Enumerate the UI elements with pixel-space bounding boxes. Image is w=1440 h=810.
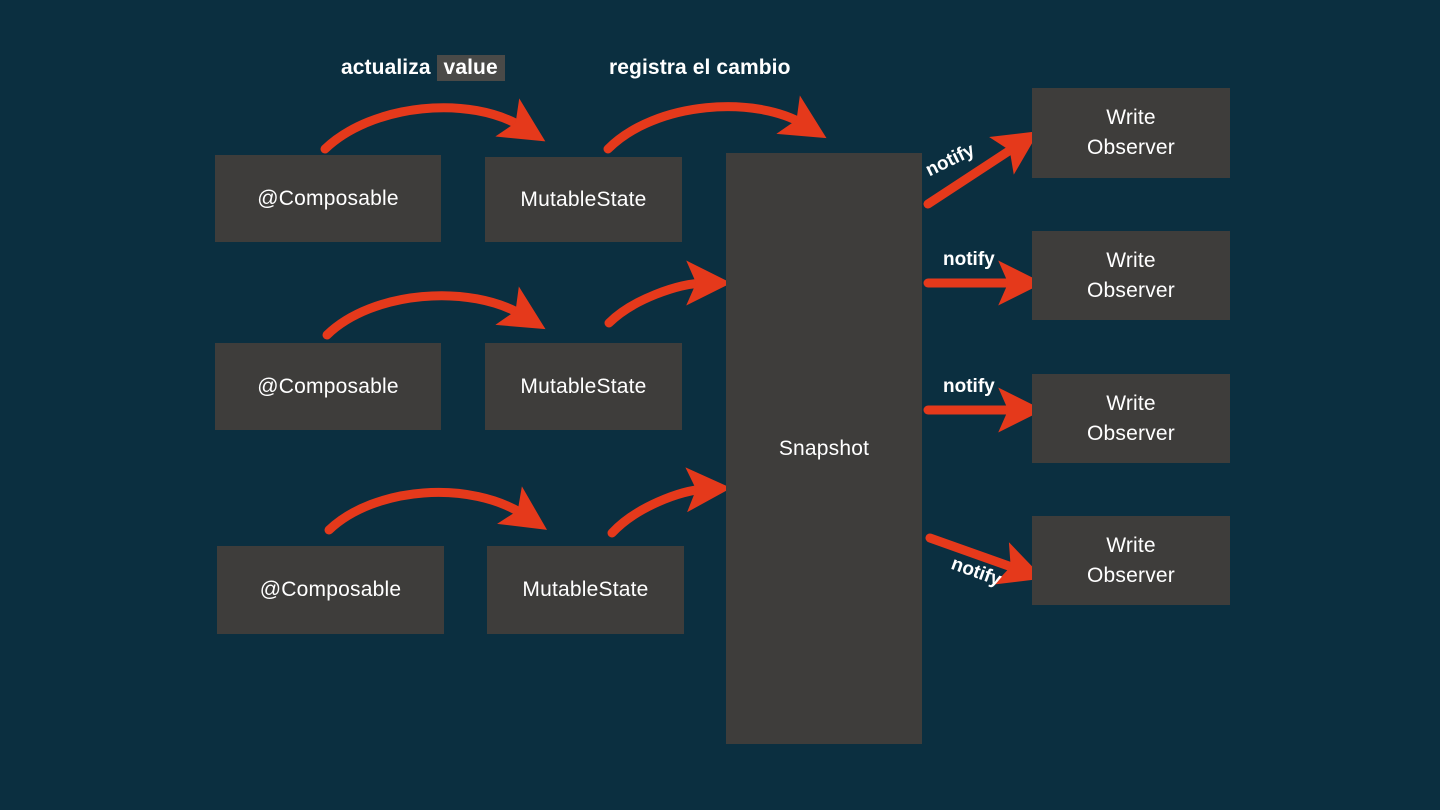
composable-label-3: @Composable xyxy=(259,578,402,602)
composable-node-3[interactable]: @Composable xyxy=(217,546,444,634)
caption-registra-el-cambio: registra el cambio xyxy=(609,56,791,79)
snapshot-node[interactable]: Snapshot xyxy=(726,153,922,744)
arrow-composable-to-mutablestate-1 xyxy=(320,98,546,154)
write-observer-label-3: Write Observer xyxy=(1087,389,1175,449)
write-observer-line1-3: Write xyxy=(1106,391,1156,415)
arrow-mutablestate-to-snapshot-1 xyxy=(603,95,827,154)
mutablestate-node-1[interactable]: MutableState xyxy=(485,157,682,242)
notify-label-1: notify xyxy=(922,139,979,182)
write-observer-line2-4: Observer xyxy=(1087,563,1175,587)
mutablestate-label-3: MutableState xyxy=(522,578,649,602)
snapshot-label: Snapshot xyxy=(778,436,870,460)
composable-label-2: @Composable xyxy=(257,374,399,398)
composable-node-1[interactable]: @Composable xyxy=(215,155,441,242)
composable-label-1: @Composable xyxy=(257,186,399,210)
arrow-mutablestate-to-snapshot-2 xyxy=(604,260,732,328)
mutablestate-label-1: MutableState xyxy=(520,187,647,211)
write-observer-label-4: Write Observer xyxy=(1087,531,1175,591)
write-observer-line1-2: Write xyxy=(1106,248,1156,272)
write-observer-label-2: Write Observer xyxy=(1087,246,1175,306)
mutablestate-node-2[interactable]: MutableState xyxy=(485,343,682,430)
caption-actualiza-text: actualiza xyxy=(341,56,431,79)
notify-label-2: notify xyxy=(943,249,995,270)
caption-value-chip: value xyxy=(436,55,505,81)
mutablestate-node-3[interactable]: MutableState xyxy=(487,546,684,634)
write-observer-node-4[interactable]: Write Observer xyxy=(1032,516,1230,605)
arrow-composable-to-mutablestate-2 xyxy=(322,286,546,340)
write-observer-node-3[interactable]: Write Observer xyxy=(1032,374,1230,463)
composable-node-2[interactable]: @Composable xyxy=(215,343,441,430)
write-observer-line2-3: Observer xyxy=(1087,421,1175,445)
notify-label-3: notify xyxy=(943,376,995,397)
arrow-mutablestate-to-snapshot-3 xyxy=(607,467,732,538)
write-observer-node-2[interactable]: Write Observer xyxy=(1032,231,1230,320)
write-observer-label-1: Write Observer xyxy=(1087,103,1175,163)
mutablestate-label-2: MutableState xyxy=(520,374,647,398)
caption-actualiza-value: actualiza value xyxy=(341,55,505,81)
write-observer-line1-1: Write xyxy=(1106,106,1156,130)
notify-label-4: notify xyxy=(948,553,1005,591)
write-observer-line1-4: Write xyxy=(1106,533,1156,557)
arrow-composable-to-mutablestate-3 xyxy=(324,486,548,535)
write-observer-line2-2: Observer xyxy=(1087,278,1175,302)
write-observer-line2-1: Observer xyxy=(1087,136,1175,159)
write-observer-node-1[interactable]: Write Observer xyxy=(1032,88,1230,178)
